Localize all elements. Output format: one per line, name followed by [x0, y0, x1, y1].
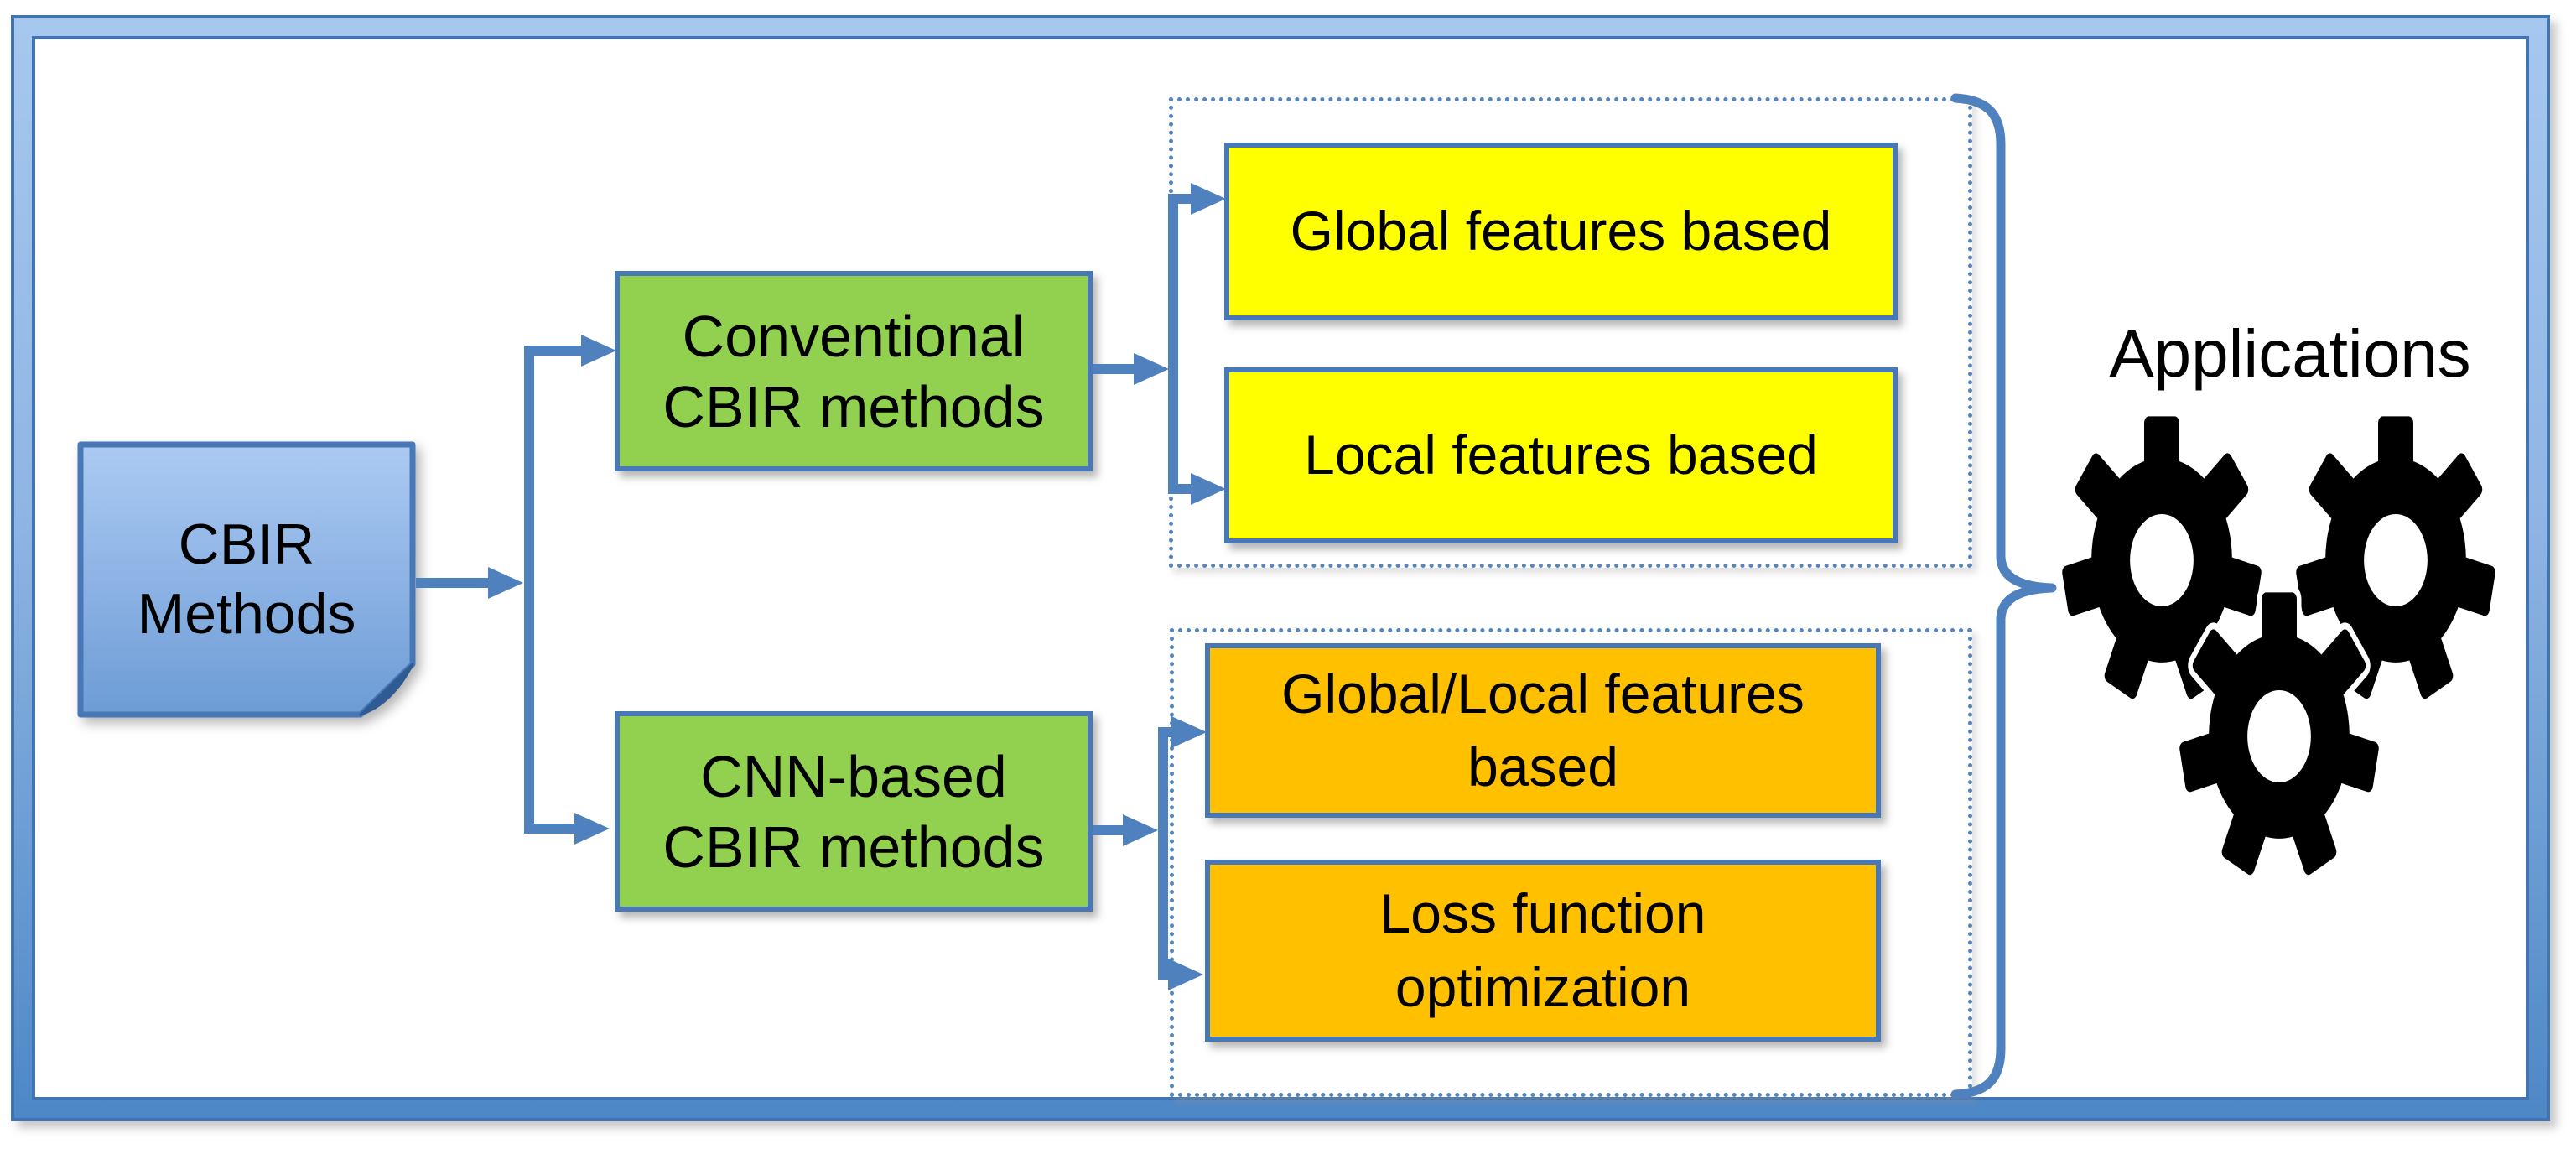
global-local-features-node: Global/Local features based	[1205, 643, 1881, 818]
cnn-cbir-node: CNN-based CBIR methods	[615, 711, 1093, 912]
node-label: Global features based	[1290, 200, 1832, 263]
node-label: Global/Local features based	[1281, 662, 1805, 798]
node-label: Loss function optimization	[1379, 882, 1706, 1018]
cbir-methods-node: CBIR Methods	[77, 441, 416, 718]
note-shape	[77, 441, 416, 718]
node-label: Local features based	[1304, 424, 1818, 486]
applications-label: Applications	[2109, 316, 2471, 391]
global-features-node: Global features based	[1224, 143, 1898, 320]
local-features-node: Local features based	[1224, 367, 1898, 543]
conventional-cbir-node: Conventional CBIR methods	[615, 271, 1093, 471]
node-label: CNN-based CBIR methods	[662, 743, 1045, 880]
node-label: Conventional CBIR methods	[662, 303, 1045, 439]
node-label: CBIR Methods	[137, 512, 356, 646]
loss-function-node: Loss function optimization	[1205, 860, 1881, 1042]
